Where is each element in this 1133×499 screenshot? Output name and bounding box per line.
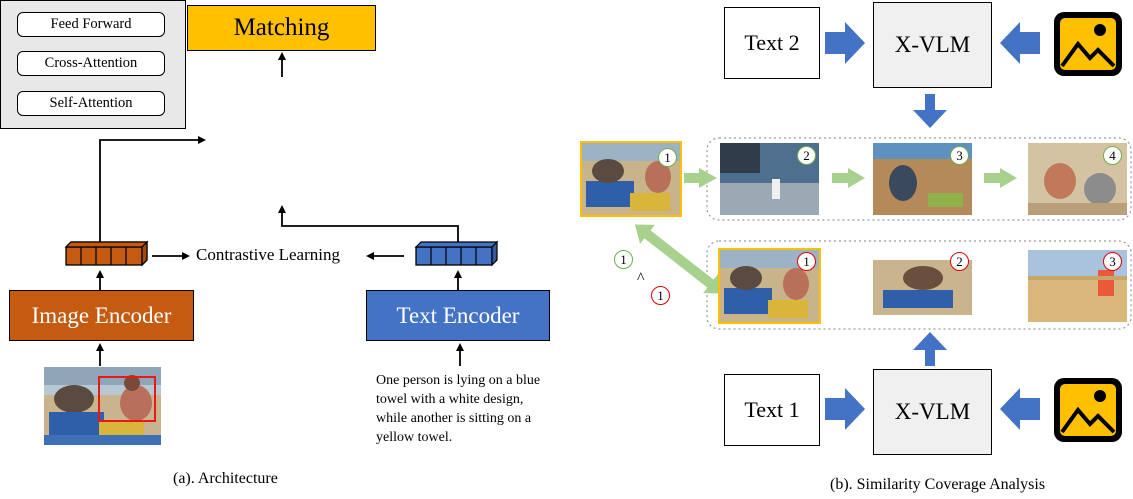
top-row-rank-badge-1: 2 [797, 146, 816, 165]
top-row-rank-badge-2: 3 [950, 146, 969, 165]
feed-forward-label: Feed Forward [50, 16, 132, 32]
text-1-box: Text 1 [724, 374, 820, 446]
top-row-rank-badge-3: 4 [1103, 146, 1122, 165]
self-attention-layer: Self-Attention [17, 91, 165, 116]
text-encoder-label: Text Encoder [396, 302, 520, 328]
fusion-transformer-block: Feed Forward Cross-Attention Self-Attent… [0, 0, 186, 129]
cross-attention-layer: Cross-Attention [17, 51, 165, 76]
bottom-row-image-1 [718, 248, 821, 324]
cross-attention-label: Cross-Attention [44, 55, 138, 71]
comparison-green-rank: 1 [614, 250, 633, 269]
top-row-image-3 [1028, 143, 1127, 215]
image-icon [1052, 10, 1124, 78]
text-token-stack [414, 240, 499, 267]
comparison-symbol: ^ [637, 270, 645, 287]
image-encoder-box: Image Encoder [9, 290, 194, 341]
selected-rank-badge: 1 [658, 148, 677, 167]
top-row-image-2 [873, 143, 972, 215]
text-2-box: Text 2 [724, 7, 820, 79]
input-caption-text: One person is lying on a blue towel with… [376, 373, 541, 445]
image-encoder-label: Image Encoder [31, 302, 172, 328]
x-vlm-top-box: X-VLM [873, 2, 992, 88]
bottom-row-rank-badge-1: 1 [797, 252, 816, 271]
x-vlm-bottom-box: X-VLM [873, 369, 992, 455]
image-icon [1052, 376, 1124, 444]
x-vlm-top-label: X-VLM [894, 32, 971, 57]
top-row-image-1 [720, 143, 819, 215]
input-photo [44, 367, 161, 445]
analysis-panel-caption: (b). Similarity Coverage Analysis [830, 476, 1046, 493]
bottom-row-rank-badge-2: 2 [950, 252, 969, 271]
contrastive-learning-label: Contrastive Learning [196, 245, 340, 264]
text-encoder-box: Text Encoder [366, 290, 550, 341]
image-token-stack [64, 240, 149, 267]
matching-box: Matching [187, 5, 376, 51]
x-vlm-bottom-label: X-VLM [894, 399, 971, 424]
matching-label: Matching [233, 14, 330, 41]
text-2-label: Text 2 [744, 30, 800, 55]
comparison-red-rank: 1 [651, 286, 670, 305]
text-1-label: Text 1 [744, 397, 800, 422]
region-bounding-box [98, 376, 156, 422]
self-attention-label: Self-Attention [49, 95, 133, 111]
bottom-row-rank-badge-3: 3 [1103, 252, 1122, 271]
architecture-connectors [64, 52, 499, 366]
architecture-panel-caption: (a). Architecture [173, 470, 278, 487]
feed-forward-layer: Feed Forward [17, 12, 165, 37]
analysis-connectors [634, 22, 1132, 430]
